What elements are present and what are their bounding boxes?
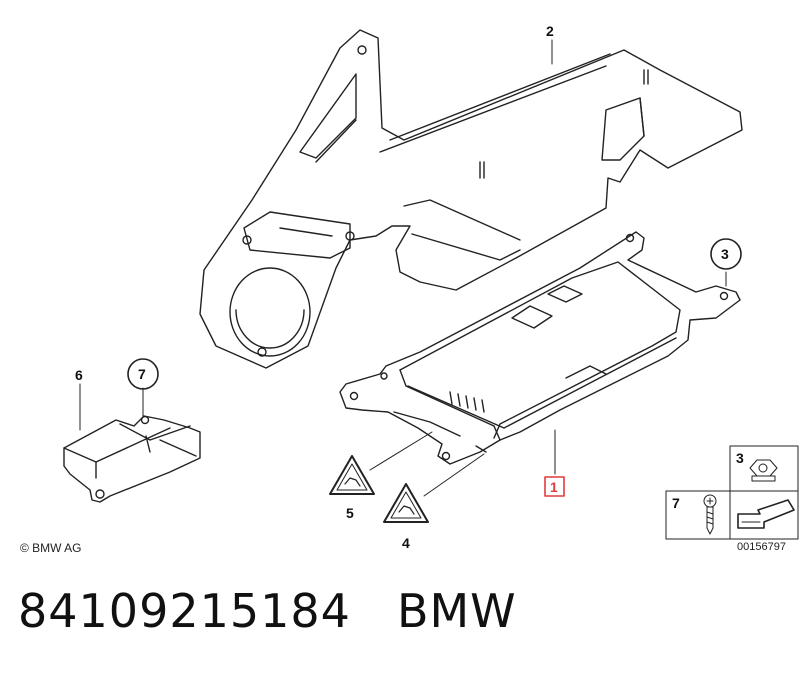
callout-3: 3 [721, 246, 729, 262]
callout-6: 6 [75, 367, 83, 383]
warning-triangle-4 [383, 483, 429, 523]
callout-4: 4 [402, 535, 410, 551]
callout-1: 1 [550, 479, 558, 495]
warning-triangle-5 [329, 455, 375, 495]
callout-highlight-box [544, 476, 565, 497]
diagram-reference-number: 00156797 [737, 541, 786, 553]
callout-circle-3 [710, 238, 742, 270]
control-unit-part-1 [339, 231, 741, 465]
part-number: 84109215184 [18, 584, 351, 638]
brand-name: BMW [396, 584, 517, 638]
callout-2: 2 [546, 23, 554, 39]
direction-arrow-icon [737, 499, 795, 529]
callout-7: 7 [138, 366, 146, 382]
callout-circle-7 [127, 358, 159, 390]
legend-screw-label: 7 [672, 495, 680, 511]
bracket-part-2 [199, 29, 743, 369]
fastener-legend [665, 445, 799, 540]
callout-5: 5 [346, 505, 354, 521]
copyright-notice: © BMW AG [20, 541, 82, 555]
legend-nut-label: 3 [736, 450, 744, 466]
leader-lines [79, 39, 727, 497]
module-part-6 [63, 415, 201, 503]
callout-labels: 2 3 1 6 7 5 4 3 7 [75, 23, 744, 551]
nut-icon [749, 459, 778, 477]
part-info: 84109215184 BMW [18, 584, 517, 638]
